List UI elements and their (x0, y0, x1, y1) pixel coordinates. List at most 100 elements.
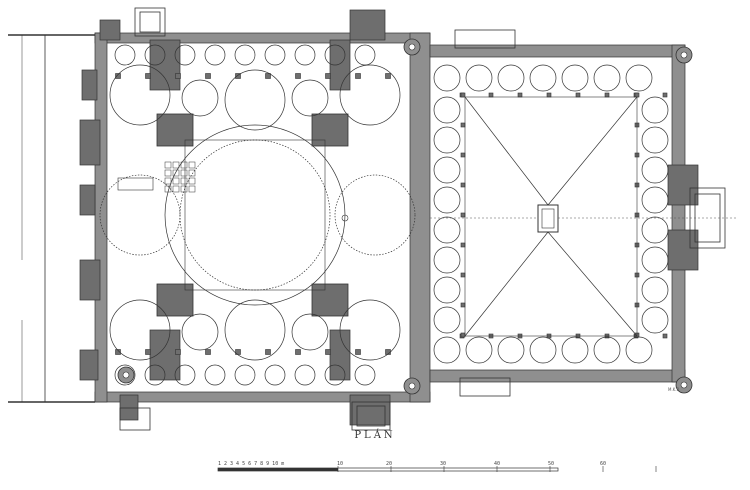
scale-bar (217, 466, 657, 472)
pier (604, 92, 610, 98)
dome-outline (339, 64, 401, 126)
scale-tick-label: 60 (600, 461, 607, 467)
wall-segment (671, 44, 686, 383)
stepped-portal (454, 29, 516, 49)
dome-outline (641, 126, 669, 154)
wall-segment (349, 394, 391, 426)
dome-outline (497, 336, 525, 364)
minbar-step (188, 177, 196, 185)
dome-outline (465, 64, 493, 92)
pier (460, 152, 466, 158)
scale-tick-label: 40 (494, 461, 501, 467)
dome-outline (593, 336, 621, 364)
dome-outline (179, 139, 331, 291)
dome-outline (625, 336, 653, 364)
pier (460, 122, 466, 128)
dome-outline (561, 64, 589, 92)
stepped-portal (134, 7, 166, 37)
dome-outline (641, 186, 669, 214)
dome-outline (433, 96, 461, 124)
dome-outline (174, 364, 196, 386)
pier (546, 92, 552, 98)
mahfil-platform (117, 177, 154, 191)
dome-outline (433, 246, 461, 274)
minbar-step (164, 161, 172, 169)
bay-outline (464, 96, 638, 337)
pier (460, 332, 466, 338)
pier (325, 349, 331, 355)
dome-outline (465, 336, 493, 364)
main-pier (156, 113, 194, 147)
dome-outline (224, 299, 286, 361)
dome-outline (641, 246, 669, 274)
dome-outline (625, 64, 653, 92)
dome-outline (641, 306, 669, 334)
pier (460, 302, 466, 308)
scale-bar-fill (218, 468, 338, 471)
plan-line (464, 96, 549, 206)
scale-tick-label: 30 (440, 461, 447, 467)
wall-segment (119, 394, 139, 421)
wall-segment (79, 349, 99, 381)
pier (460, 92, 466, 98)
dome-outline (234, 44, 256, 66)
minaret-core (680, 51, 688, 59)
minbar-step (172, 161, 180, 169)
minbar-step (180, 161, 188, 169)
wall-segment (429, 44, 686, 58)
dome-outline (433, 126, 461, 154)
dome-outline (433, 276, 461, 304)
minbar-step (180, 185, 188, 193)
pier (460, 242, 466, 248)
plan-line (464, 231, 549, 337)
dome-outline (291, 79, 329, 117)
pier (265, 349, 271, 355)
dome-outline (641, 96, 669, 124)
wall-segment (149, 329, 181, 381)
minbar-step (164, 185, 172, 193)
pier (265, 73, 271, 79)
stepped-portal (356, 405, 386, 427)
wall-segment (81, 69, 98, 101)
dome-outline (144, 364, 166, 386)
dome-outline (354, 364, 376, 386)
dome-outline (433, 336, 461, 364)
dome-outline (324, 364, 346, 386)
dome-outline (174, 44, 196, 66)
wall-segment (99, 19, 121, 41)
wall-segment (667, 164, 699, 206)
dome-outline (204, 44, 226, 66)
pier (145, 73, 151, 79)
dome-outline (114, 364, 136, 386)
pier (175, 349, 181, 355)
minbar-step (172, 177, 180, 185)
dome-outline (264, 364, 286, 386)
stepped-portal (351, 401, 391, 431)
scale-tick-label: 20 (386, 461, 393, 467)
minbar-step (188, 161, 196, 169)
dome-outline (641, 216, 669, 244)
minbar-step (180, 177, 188, 185)
center-mark (341, 214, 349, 222)
wall-layer (79, 7, 726, 431)
minbar-step (172, 169, 180, 177)
scale-tick-label: 50 (548, 461, 555, 467)
main-pier (311, 283, 349, 317)
wall-segment (79, 119, 101, 166)
minbar-step (188, 185, 196, 193)
pier (662, 92, 668, 98)
minbar-step (164, 169, 172, 177)
pier (355, 349, 361, 355)
dome-outline (109, 64, 171, 126)
pier (115, 73, 121, 79)
stepped-portal (459, 377, 511, 397)
pier (385, 73, 391, 79)
dome-outline (164, 124, 346, 306)
wall-segment (79, 259, 101, 301)
plan-line (547, 96, 638, 206)
dome-outline (181, 79, 219, 117)
dome-outline (354, 44, 376, 66)
dome-outline (99, 174, 181, 256)
stepped-portal (119, 407, 151, 431)
dome-outline (264, 44, 286, 66)
